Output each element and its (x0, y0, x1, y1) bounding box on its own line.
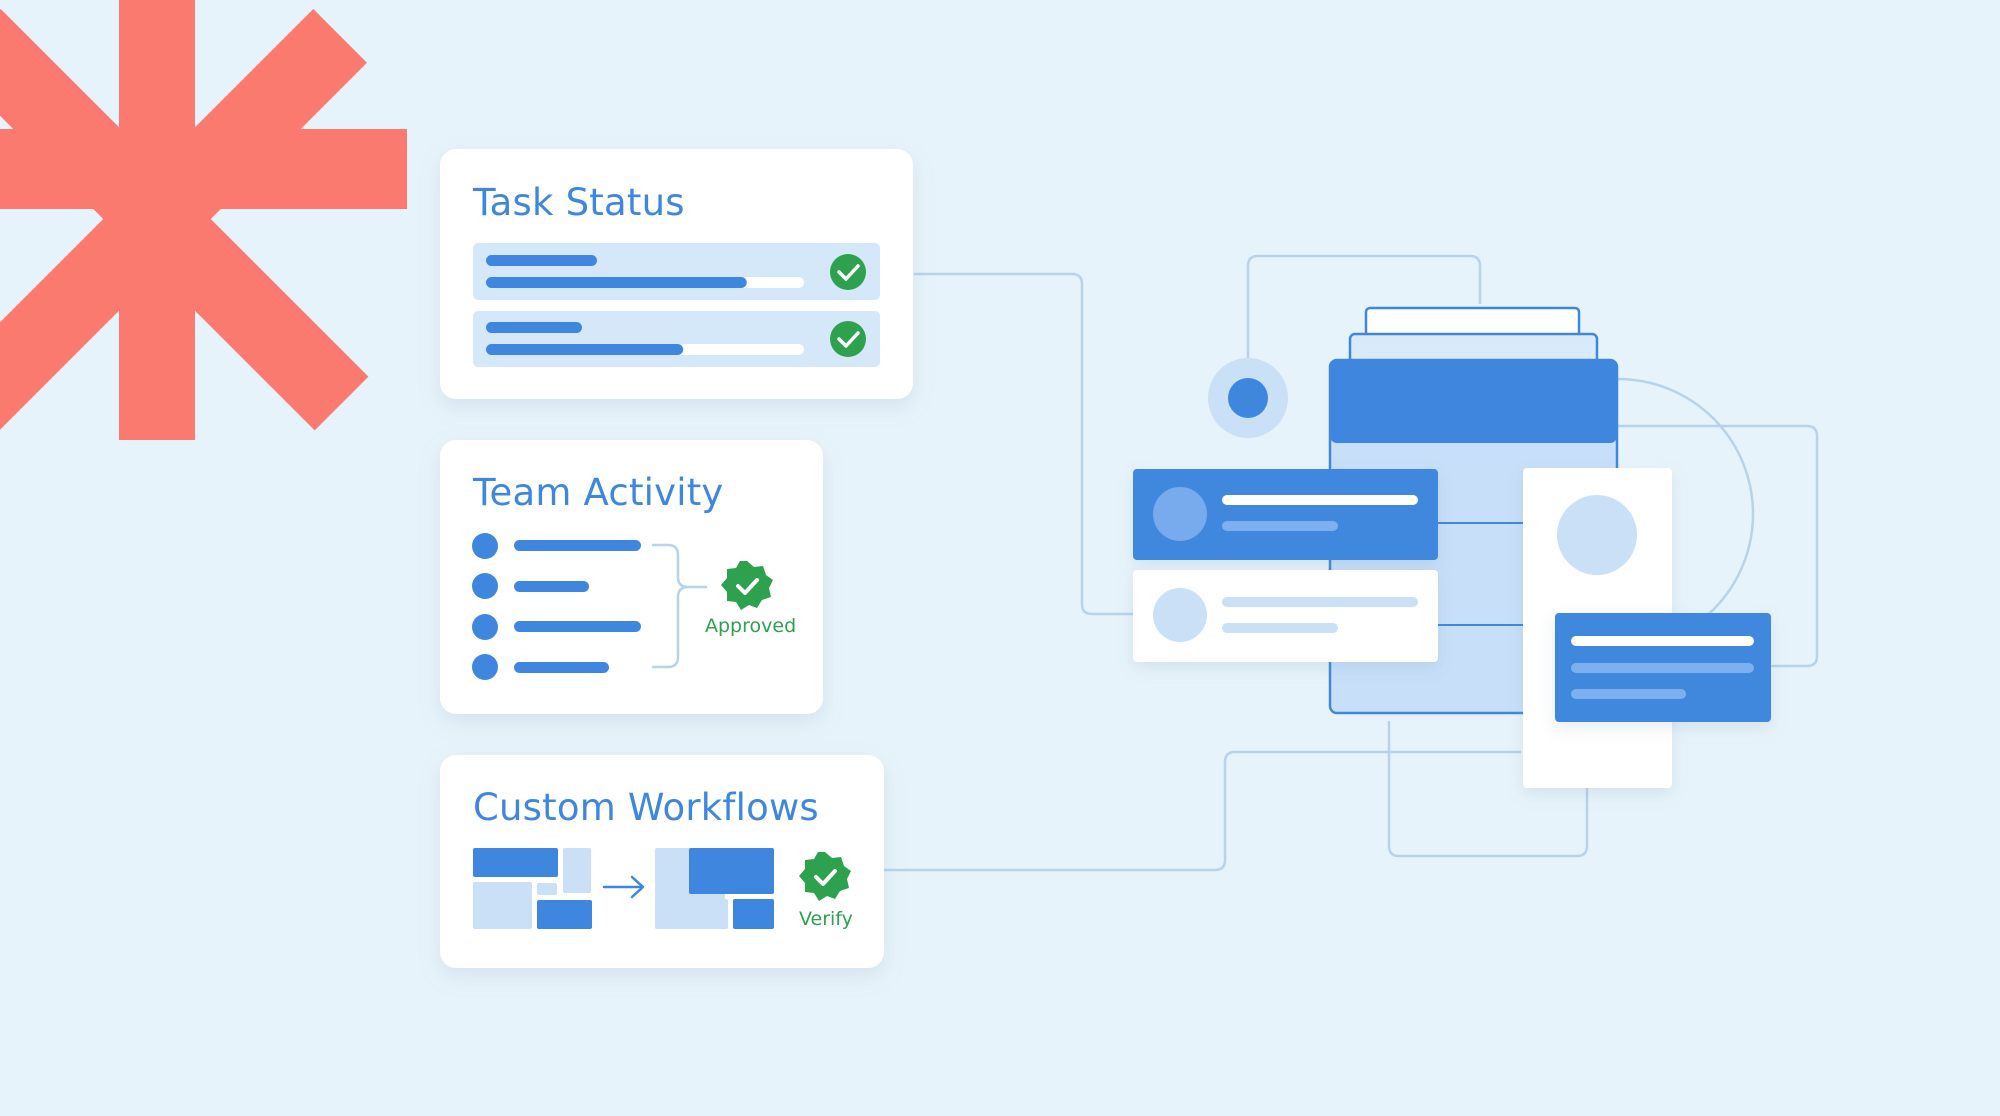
check-badge-icon (830, 321, 866, 357)
custom-workflows-card (440, 755, 884, 968)
member-avatar (472, 533, 498, 559)
verify-label: Verify (799, 908, 853, 930)
check-badge-icon (799, 852, 851, 901)
custom-workflows-title: Custom Workflows (473, 786, 819, 829)
asterisk-icon (0, 0, 407, 440)
approved-label: Approved (705, 615, 797, 637)
stacked-boards-illustration (1133, 306, 1771, 788)
member-name-bar (514, 581, 589, 592)
member-avatar (472, 614, 498, 640)
task-row-1-progress-fill (486, 277, 747, 288)
team-activity-title: Team Activity (473, 471, 724, 514)
team-activity-card (440, 440, 823, 714)
merge-bracket (651, 543, 708, 669)
arrow-right-icon (602, 875, 645, 899)
task-status-title: Task Status (473, 181, 685, 224)
check-badge-icon (721, 561, 773, 610)
member-avatar (472, 573, 498, 599)
task-row-2-progress-fill (486, 344, 684, 355)
member-name-bar (514, 621, 641, 632)
member-name-bar (514, 662, 609, 673)
task-row-1 (473, 243, 880, 300)
task-row-2-title-bar (486, 322, 582, 333)
member-name-bar (514, 540, 641, 551)
check-badge-icon (830, 254, 866, 290)
member-avatar (472, 654, 498, 680)
task-status-card (440, 149, 913, 399)
task-row-1-title-bar (486, 255, 597, 266)
task-row-2 (473, 311, 880, 367)
